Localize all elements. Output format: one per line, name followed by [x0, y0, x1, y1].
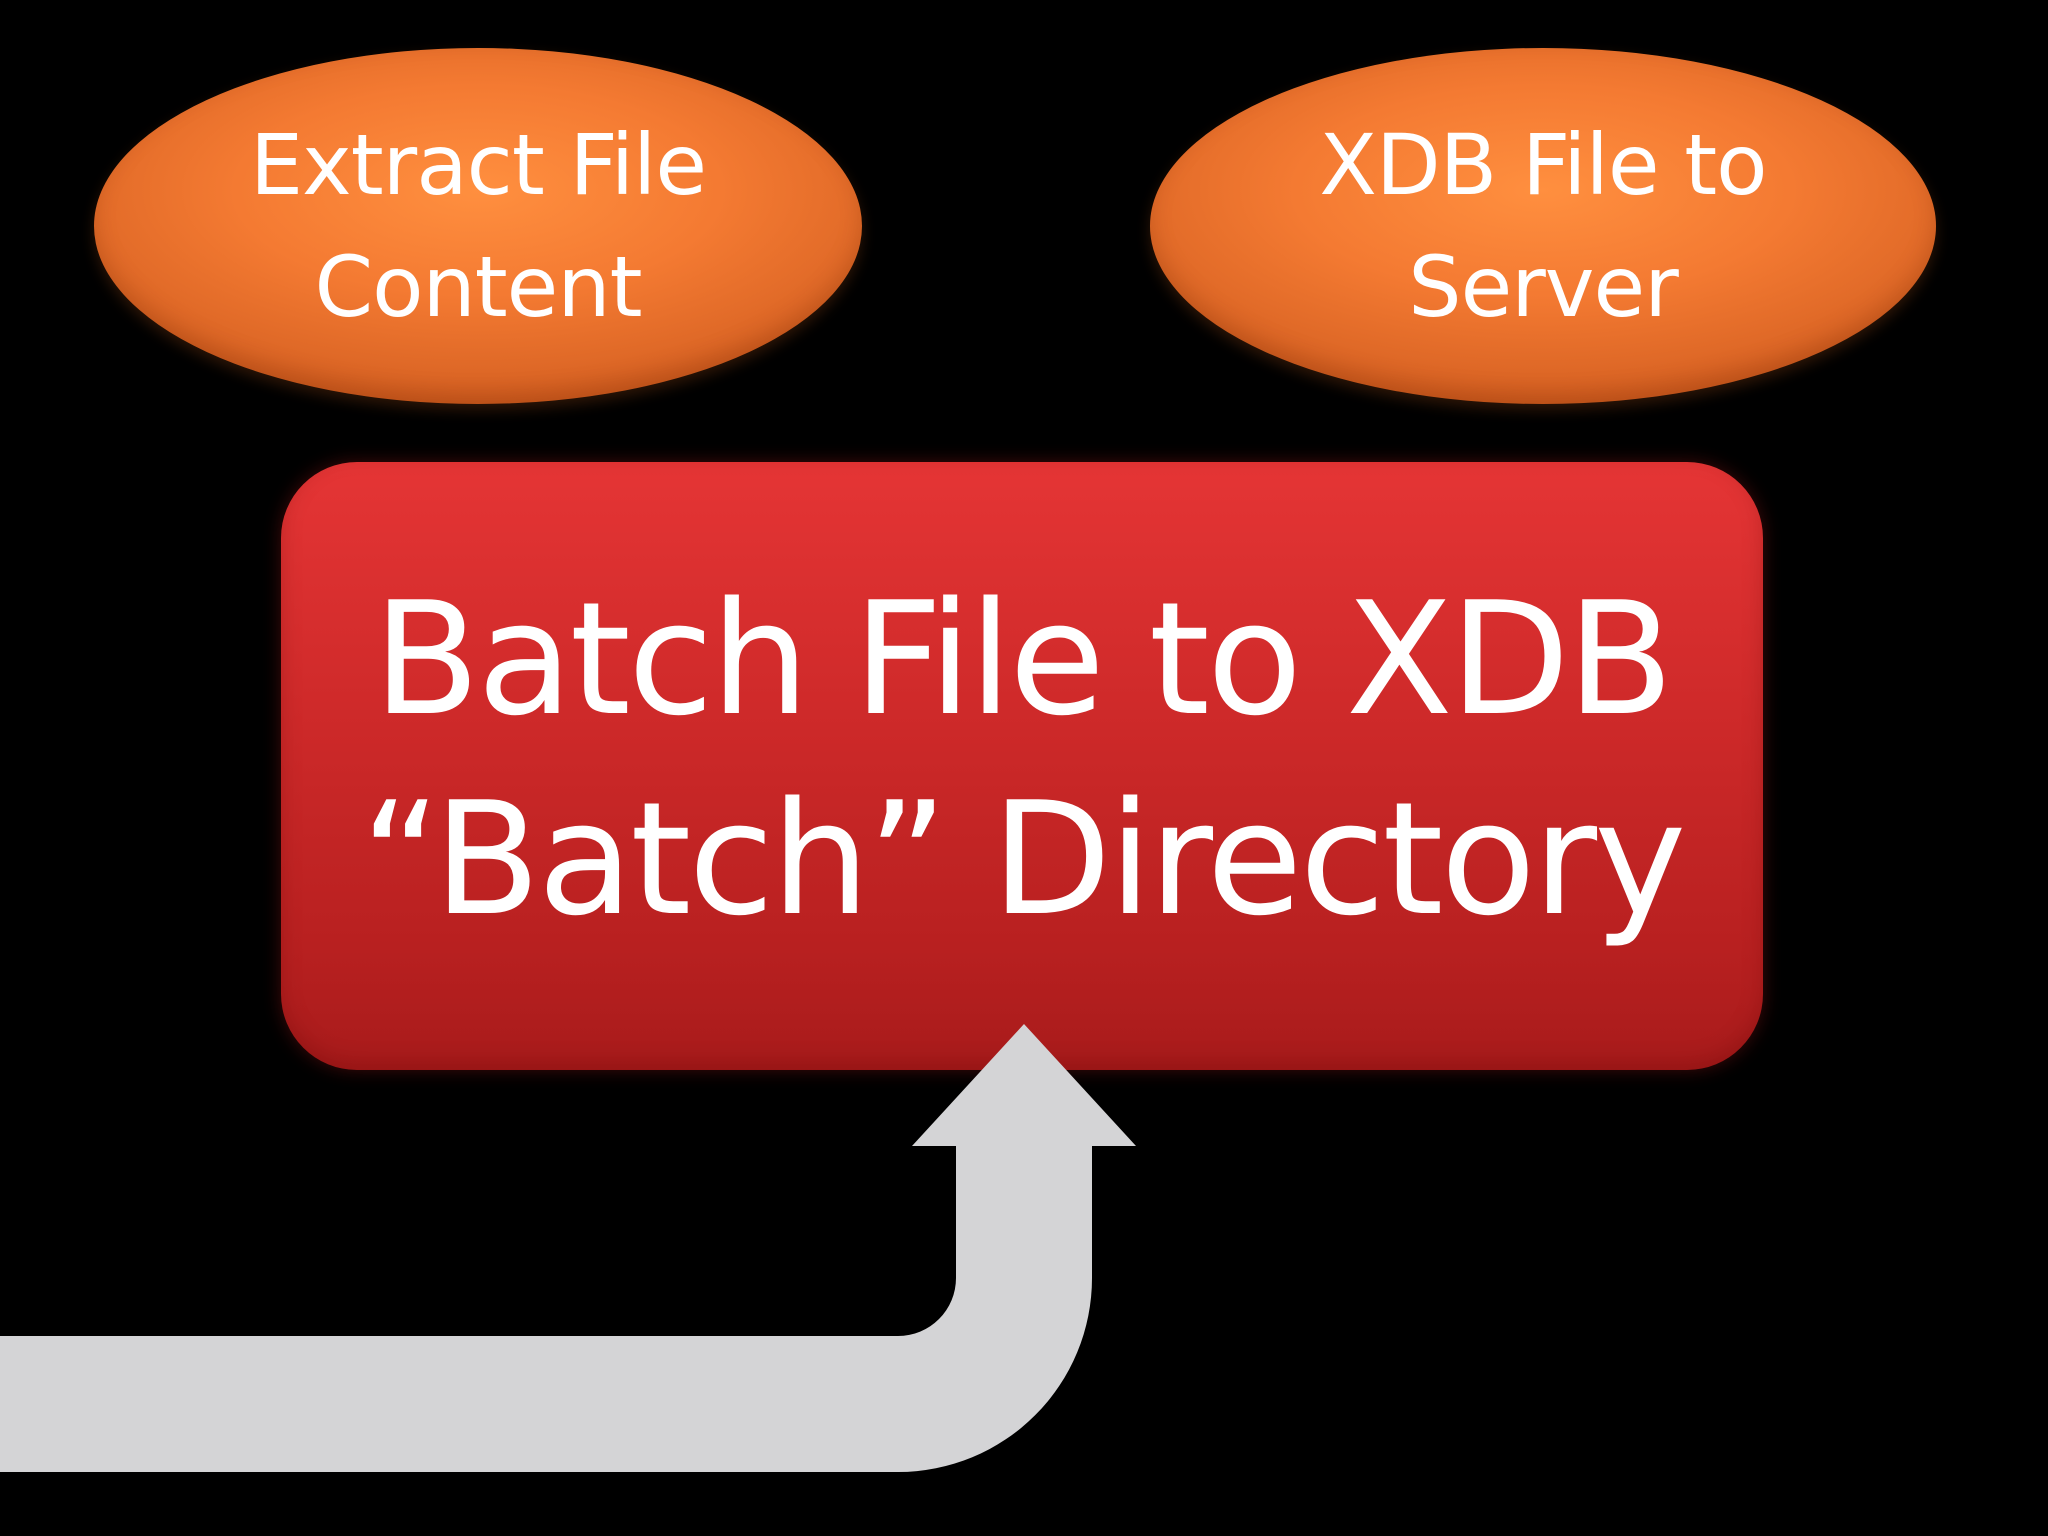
extract-file-content-label: Extract File Content — [249, 104, 707, 348]
batch-label-line-1: Batch File to XDB — [373, 568, 1674, 750]
batch-file-to-xdb-node: Batch File to XDB “Batch” Directory — [281, 462, 1763, 1070]
batch-label-line-2: “Batch” Directory — [360, 768, 1687, 950]
xdb-server-label-line-2: Server — [1408, 238, 1678, 336]
xdb-file-to-server-node: XDB File to Server — [1150, 48, 1936, 404]
extract-label-line-2: Content — [314, 238, 642, 336]
batch-file-to-xdb-label: Batch File to XDB “Batch” Directory — [360, 559, 1687, 959]
xdb-server-label-line-1: XDB File to — [1319, 116, 1767, 214]
extract-file-content-node: Extract File Content — [94, 48, 862, 404]
xdb-file-to-server-label: XDB File to Server — [1319, 104, 1767, 348]
bent-up-arrow-shape — [0, 1024, 1136, 1472]
extract-label-line-1: Extract File — [249, 116, 707, 214]
